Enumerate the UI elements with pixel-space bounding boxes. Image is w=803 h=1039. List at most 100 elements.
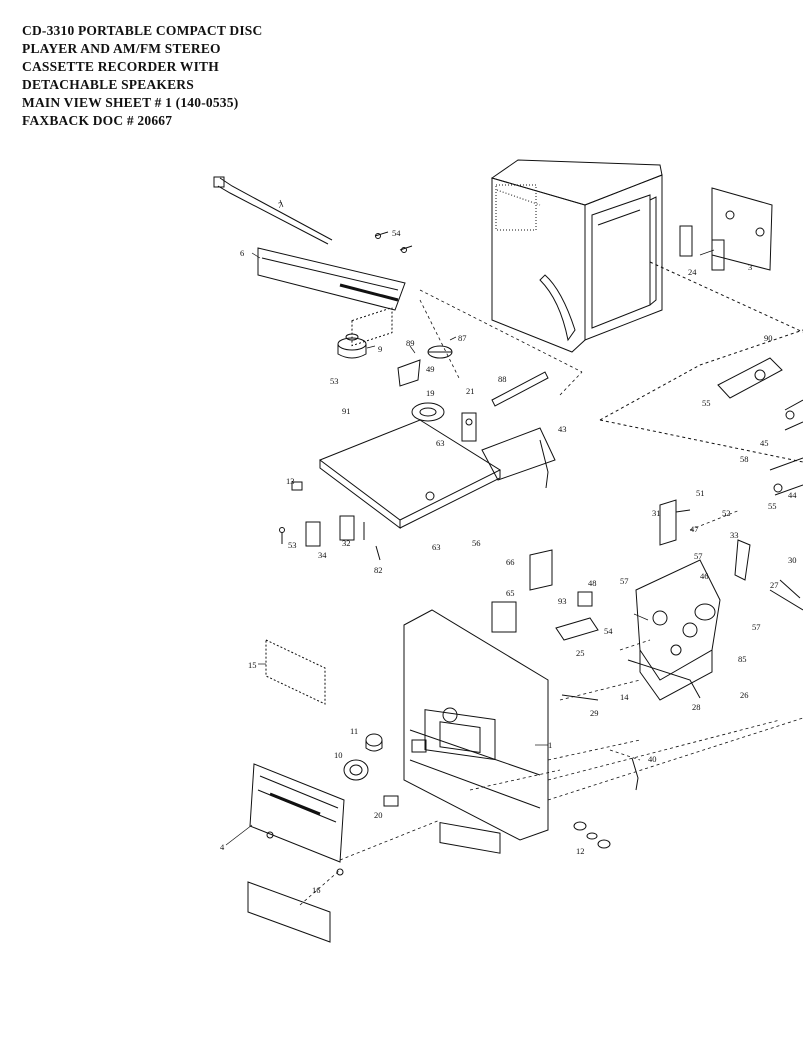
parts-12	[573, 821, 611, 849]
callout: 91	[342, 406, 351, 416]
callout: 89	[406, 338, 415, 348]
front-panel	[403, 609, 549, 854]
knob-10	[343, 759, 369, 781]
spring-40	[631, 757, 639, 791]
callout: 47	[690, 524, 699, 534]
callout: 4	[220, 842, 225, 852]
speaker-cabinet	[490, 159, 663, 353]
title-line: PLAYER AND AM/FM STEREO	[22, 41, 221, 56]
callout: 19	[426, 388, 435, 398]
window-15	[265, 639, 326, 705]
pcb-plate	[318, 306, 502, 529]
cassette-door-4	[249, 763, 345, 876]
callout: 1	[548, 740, 552, 750]
callout: 65	[506, 588, 515, 598]
callout: 40	[648, 754, 657, 764]
callout: 93	[558, 596, 567, 606]
cassette-mechanism	[627, 559, 721, 701]
callout: 27	[770, 580, 779, 590]
parts-87-89	[397, 345, 453, 387]
callout: 15	[248, 660, 257, 670]
callout: 55	[702, 398, 711, 408]
callout: 44	[788, 490, 797, 500]
callout: 48	[588, 578, 597, 588]
callout: 53	[288, 540, 297, 550]
callout: 21	[466, 386, 475, 396]
title-line: DETACHABLE SPEAKERS	[22, 77, 194, 92]
callout: 28	[692, 702, 701, 712]
small-components-left	[279, 481, 381, 561]
callout-labels: 7 54 6 24 3 9 89 87 53 49 88 21 19 90 55…	[220, 200, 797, 895]
callout: 63	[436, 438, 445, 448]
lever-33	[734, 539, 751, 581]
bracket-21	[461, 412, 477, 442]
callout: 58	[740, 454, 749, 464]
callout: 85	[738, 654, 747, 664]
title-line: CASSETTE RECORDER WITH	[22, 59, 219, 74]
bracket-31	[659, 499, 691, 546]
callout: 49	[426, 364, 435, 374]
callout: 51	[696, 488, 705, 498]
callout: 56	[472, 538, 481, 548]
screws-54	[374, 231, 413, 253]
callout: 57	[752, 622, 761, 632]
callout: 6	[240, 248, 244, 258]
callout: 13	[286, 476, 295, 486]
callout: 87	[458, 333, 467, 343]
callout: 29	[590, 708, 599, 718]
callout: 7	[278, 200, 282, 210]
callout: 46	[700, 571, 709, 581]
callout: 55	[768, 501, 777, 511]
callout: 82	[374, 565, 383, 575]
cassette-door-66	[529, 549, 553, 591]
diagram-title: CD-3310 PORTABLE COMPACT DISC PLAYER AND…	[22, 22, 262, 130]
window-16	[247, 881, 331, 943]
knob-11	[365, 733, 383, 752]
rod-88	[491, 371, 549, 407]
callout: 88	[498, 374, 507, 384]
antenna-rod	[213, 176, 333, 245]
callout: 57	[620, 576, 629, 586]
callout: 53	[330, 376, 339, 386]
callout: 34	[318, 550, 327, 560]
callout: 45	[760, 438, 769, 448]
callout: 54	[392, 228, 401, 238]
callout: 33	[730, 530, 739, 540]
callout: 43	[558, 424, 567, 434]
callout: 54	[604, 626, 613, 636]
callout: 63	[432, 542, 441, 552]
title-line: CD-3310 PORTABLE COMPACT DISC	[22, 23, 263, 38]
callout: 90	[764, 333, 773, 343]
callout: 31	[652, 508, 661, 518]
callout: 3	[748, 262, 752, 272]
callout: 66	[506, 557, 515, 567]
callout: 57	[694, 551, 703, 561]
title-line: FAXBACK DOC # 20667	[22, 113, 173, 128]
part-20	[383, 795, 399, 807]
screw-27	[769, 579, 803, 611]
callout: 25	[576, 648, 585, 658]
callout: 24	[688, 267, 697, 277]
alignment-lines	[299, 289, 803, 906]
callout: 20	[374, 810, 383, 820]
callout: 26	[740, 690, 749, 700]
callout: 30	[788, 555, 797, 565]
callout: 32	[342, 538, 351, 548]
mechanism-boundary	[599, 261, 803, 463]
lever-90	[717, 357, 783, 399]
part-93	[555, 617, 599, 641]
callout: 14	[620, 692, 629, 702]
callout: 11	[350, 726, 358, 736]
handle-bar	[257, 247, 406, 311]
mechanism-right-edge	[769, 399, 803, 496]
title-line: MAIN VIEW SHEET # 1 (140-0535)	[22, 95, 239, 110]
callout: 16	[312, 885, 321, 895]
terminal-bracket	[679, 187, 773, 271]
leader-lines	[225, 199, 715, 846]
part-48	[577, 591, 593, 607]
cassette-door-67	[491, 601, 517, 633]
gear-19	[411, 402, 445, 422]
callout: 10	[334, 750, 343, 760]
cover-plate-43	[481, 427, 556, 489]
